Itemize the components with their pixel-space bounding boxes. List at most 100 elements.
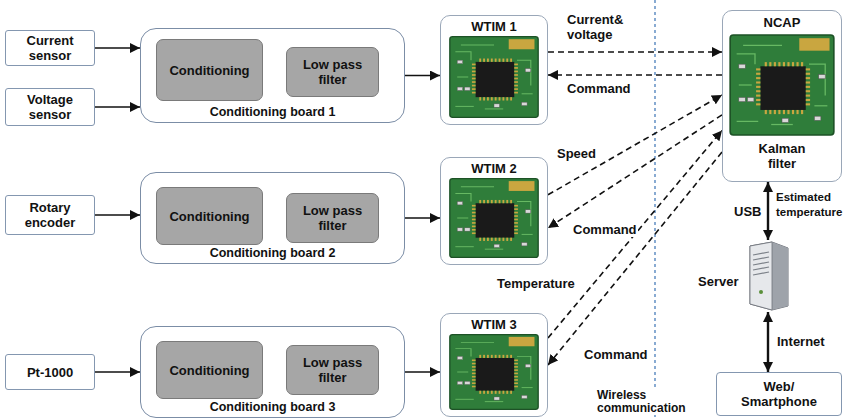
chip-pin (495, 391, 497, 394)
edge-label: Command (583, 347, 649, 362)
chip-pin (472, 219, 476, 221)
module-caption: Kalman filter (752, 141, 812, 171)
chip-pin (479, 59, 481, 62)
chip-pin (506, 391, 508, 394)
chip-pin (472, 208, 476, 210)
chip-pin (499, 391, 501, 394)
edge-label: Speed (556, 146, 597, 161)
chip-pin (472, 78, 476, 80)
chip-pin (514, 229, 518, 231)
chip-pin (806, 90, 810, 92)
chip-pin (774, 62, 776, 66)
box-label: Pt-1000 (27, 365, 73, 380)
chip-pin (502, 391, 504, 394)
server-picture (742, 240, 794, 312)
chip-pin (472, 373, 476, 375)
chip-pin (472, 360, 476, 362)
chip-pin (472, 212, 476, 214)
chip-pin (479, 200, 481, 203)
server-slot (753, 272, 769, 275)
chip-pin (472, 363, 476, 365)
chip-pin (472, 232, 476, 234)
pcb-trace (739, 84, 752, 85)
chip-pin (510, 238, 512, 241)
chip-pin (756, 99, 760, 101)
box-label: Web/ Smartphone (737, 379, 821, 409)
chip-pin (495, 97, 497, 100)
pcb-picture (448, 35, 540, 119)
signal-arrow (405, 75, 440, 77)
chip-pin (483, 59, 485, 62)
pcb-trace (457, 372, 468, 373)
pcb-antenna (799, 38, 829, 50)
signal-arrow (95, 214, 140, 216)
pcb-component (465, 87, 471, 90)
chip-pin (491, 355, 493, 358)
pcb-trace (771, 124, 793, 125)
chip-pin (765, 62, 767, 66)
chip-pin (483, 355, 485, 358)
chip-pin (514, 215, 518, 217)
chip-pin (783, 110, 785, 114)
chip-pin (510, 355, 512, 358)
chip-pin (769, 62, 771, 66)
pcb-trace (522, 234, 533, 235)
chip-pin (792, 62, 794, 66)
chip-pin (514, 212, 518, 214)
pcb-trace (737, 121, 759, 122)
chip-pin (502, 97, 504, 100)
signal-arrow (767, 312, 769, 372)
chip-pin (514, 205, 518, 207)
signal-arrow (405, 217, 440, 219)
pcb-component (465, 228, 471, 231)
signal-arrow (95, 106, 140, 108)
client-box: Web/ Smartphone (716, 372, 842, 416)
server-slot (753, 257, 769, 260)
box-label: Low pass filter (293, 355, 372, 385)
chip-pin (483, 391, 485, 394)
pcb-trace (814, 105, 827, 106)
pcb-component (739, 64, 745, 68)
chip-pin (472, 64, 476, 66)
pcb-trace (517, 356, 531, 379)
pcb-component (465, 381, 471, 384)
chip-pin (495, 238, 497, 241)
pcb-antenna (509, 337, 535, 346)
pcb-component (525, 364, 531, 367)
server-icon (742, 240, 794, 312)
pcb-trace (485, 249, 503, 250)
chip-pin (472, 366, 476, 368)
chip-pin (487, 200, 489, 203)
chip-pin (765, 110, 767, 114)
chip-pin (787, 62, 789, 66)
chip-pin (783, 62, 785, 66)
box-label: Rotary encoder (12, 200, 88, 230)
process-box: Conditioning (156, 341, 263, 399)
pcb-component (522, 243, 528, 246)
pcb-component (457, 381, 463, 384)
pcb-module (728, 33, 836, 137)
pcb-trace (517, 60, 531, 85)
conditioning-board: Conditioning board 1ConditioningLow pass… (140, 28, 405, 123)
board-label: Conditioning board 3 (141, 400, 404, 415)
pcb-component (457, 228, 463, 231)
chip-pin (806, 99, 810, 101)
edge-label: Temperature (496, 276, 576, 291)
chip-pin (479, 238, 481, 241)
module-label: WTIM 1 (441, 19, 547, 34)
module-box: WTIM 1 (440, 15, 548, 125)
box-label: Current sensor (12, 33, 88, 63)
server-led (759, 290, 763, 294)
chip-pin (514, 74, 518, 76)
chip-pin (472, 85, 476, 87)
chip-pin (514, 71, 518, 73)
pcb-picture (728, 33, 836, 137)
pcb-trace (461, 45, 494, 46)
wireless-boundary (654, 0, 655, 419)
pcb-trace (485, 108, 503, 109)
chip-pin (806, 73, 810, 75)
chip-pin (491, 238, 493, 241)
pcb-chip (476, 203, 515, 237)
chip-pin (487, 355, 489, 358)
